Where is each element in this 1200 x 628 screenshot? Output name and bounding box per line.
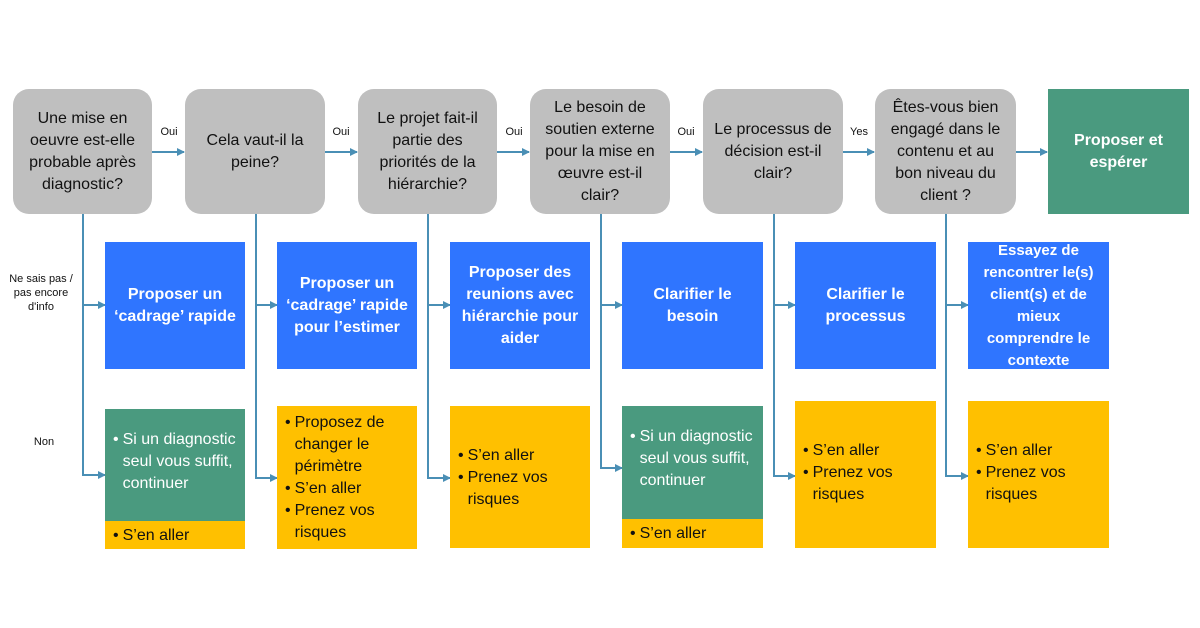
action-box-3: Proposer des reunions avec hiérarchie po… bbox=[450, 242, 590, 369]
edge-q2-outcome bbox=[255, 305, 278, 482]
bullet: • bbox=[803, 464, 809, 481]
edge-label-yes: Oui bbox=[160, 126, 178, 138]
edge-q4-outcome bbox=[600, 305, 623, 472]
question-text: Une mise en oeuvre est-elle probable apr… bbox=[29, 109, 136, 193]
edge-q4-action bbox=[600, 214, 623, 309]
outcome-text: Prenez vos risques bbox=[812, 464, 893, 503]
action-box-6: Essayez de rencontrer le(s) client(s) et… bbox=[968, 242, 1109, 369]
edge-q5-outcome bbox=[773, 305, 796, 480]
outcome-yellow-2: •Proposez de changer le périmètre •S’en … bbox=[277, 406, 417, 549]
bullet: • bbox=[630, 525, 636, 542]
edge-label-yes: Oui bbox=[677, 126, 695, 138]
action-box-1: Proposer un ‘cadrage’ rapide bbox=[105, 242, 245, 369]
question-box-5: Le processus de décision est-il clair? bbox=[703, 89, 843, 214]
action-box-4: Clarifier le besoin bbox=[622, 242, 763, 369]
action-text: Clarifier le besoin bbox=[653, 285, 732, 325]
outcome-yellow-3: •S’en aller •Prenez vos risques bbox=[450, 406, 590, 548]
action-text: Essayez de rencontrer le(s) client(s) et… bbox=[983, 241, 1094, 369]
outcome-text: Si un diagnostic seul vous suffit, conti… bbox=[639, 428, 753, 489]
edge-q3-outcome bbox=[427, 305, 451, 482]
bullet: • bbox=[285, 502, 291, 519]
outcome-text: Prenez vos risques bbox=[467, 469, 548, 508]
bullet: • bbox=[458, 447, 464, 464]
bullet: • bbox=[285, 414, 291, 431]
outcome-text: Prenez vos risques bbox=[294, 502, 375, 541]
action-text: Proposer un ‘cadrage’ rapide pour l’esti… bbox=[286, 274, 408, 336]
bullet: • bbox=[976, 442, 982, 459]
row-label-no: Non bbox=[33, 436, 55, 448]
outcome-text: Proposez de changer le périmètre bbox=[294, 414, 385, 475]
bullet: • bbox=[803, 442, 809, 459]
edge-q6-action bbox=[945, 214, 969, 309]
action-text: Proposer un ‘cadrage’ rapide bbox=[114, 285, 236, 325]
question-box-1: Une mise en oeuvre est-elle probable apr… bbox=[13, 89, 152, 214]
outcome-text: S’en aller bbox=[639, 525, 707, 542]
bullet: • bbox=[285, 480, 291, 497]
question-box-2: Cela vaut-il la peine? bbox=[185, 89, 325, 214]
edge-q3-action bbox=[427, 214, 451, 309]
question-text: Le projet fait-il partie des priorités d… bbox=[377, 109, 478, 193]
outcome-yellow-5: •S’en aller •Prenez vos risques bbox=[795, 401, 936, 548]
question-text: Le besoin de soutien externe pour la mis… bbox=[545, 98, 655, 204]
question-text: Le processus de décision est-il clair? bbox=[714, 120, 832, 182]
edge-q2-action bbox=[255, 214, 278, 309]
question-box-4: Le besoin de soutien externe pour la mis… bbox=[530, 89, 670, 214]
action-text: Proposer des reunions avec hiérarchie po… bbox=[461, 263, 579, 347]
bullet: • bbox=[458, 469, 464, 486]
edge-q6-outcome bbox=[945, 305, 969, 480]
outcome-green-4: •Si un diagnostic seul vous suffit, cont… bbox=[622, 406, 763, 519]
bullet: • bbox=[976, 464, 982, 481]
action-box-5: Clarifier le processus bbox=[795, 242, 936, 369]
question-text: Cela vaut-il la peine? bbox=[206, 131, 304, 171]
action-box-2: Proposer un ‘cadrage’ rapide pour l’esti… bbox=[277, 242, 417, 369]
bullet: • bbox=[113, 431, 119, 448]
outcome-text: S’en aller bbox=[294, 480, 362, 497]
question-text: Êtes-vous bien engagé dans le contenu et… bbox=[890, 98, 1001, 204]
final-text: Proposer et espérer bbox=[1074, 131, 1163, 171]
row-label-unknown: Ne sais pas / pas encore d'info bbox=[9, 273, 73, 313]
outcome-text: Si un diagnostic seul vous suffit, conti… bbox=[122, 431, 236, 492]
bullet: • bbox=[630, 428, 636, 445]
action-text: Clarifier le processus bbox=[825, 285, 906, 325]
edge-label-yes: Yes bbox=[850, 126, 868, 138]
edge-label-yes: Oui bbox=[505, 126, 523, 138]
question-box-6: Êtes-vous bien engagé dans le contenu et… bbox=[875, 89, 1016, 214]
edge-q5-action bbox=[773, 214, 796, 309]
edge-label-yes: Oui bbox=[332, 126, 350, 138]
outcome-text: S’en aller bbox=[122, 527, 190, 544]
question-box-3: Le projet fait-il partie des priorités d… bbox=[358, 89, 497, 214]
outcome-text: S’en aller bbox=[985, 442, 1053, 459]
final-box: Proposer et espérer bbox=[1048, 89, 1189, 214]
outcome-yellow-4: •S’en aller bbox=[622, 519, 763, 548]
bullet: • bbox=[113, 527, 119, 544]
outcome-yellow-6: •S’en aller •Prenez vos risques bbox=[968, 401, 1109, 548]
outcome-green-1: •Si un diagnostic seul vous suffit, cont… bbox=[105, 409, 245, 521]
edge-q1-outcome bbox=[82, 305, 106, 479]
outcome-text: S’en aller bbox=[812, 442, 880, 459]
outcome-text: S’en aller bbox=[467, 447, 535, 464]
edge-q1-action bbox=[82, 214, 106, 309]
outcome-text: Prenez vos risques bbox=[985, 464, 1066, 503]
outcome-yellow-1: •S’en aller bbox=[105, 521, 245, 549]
